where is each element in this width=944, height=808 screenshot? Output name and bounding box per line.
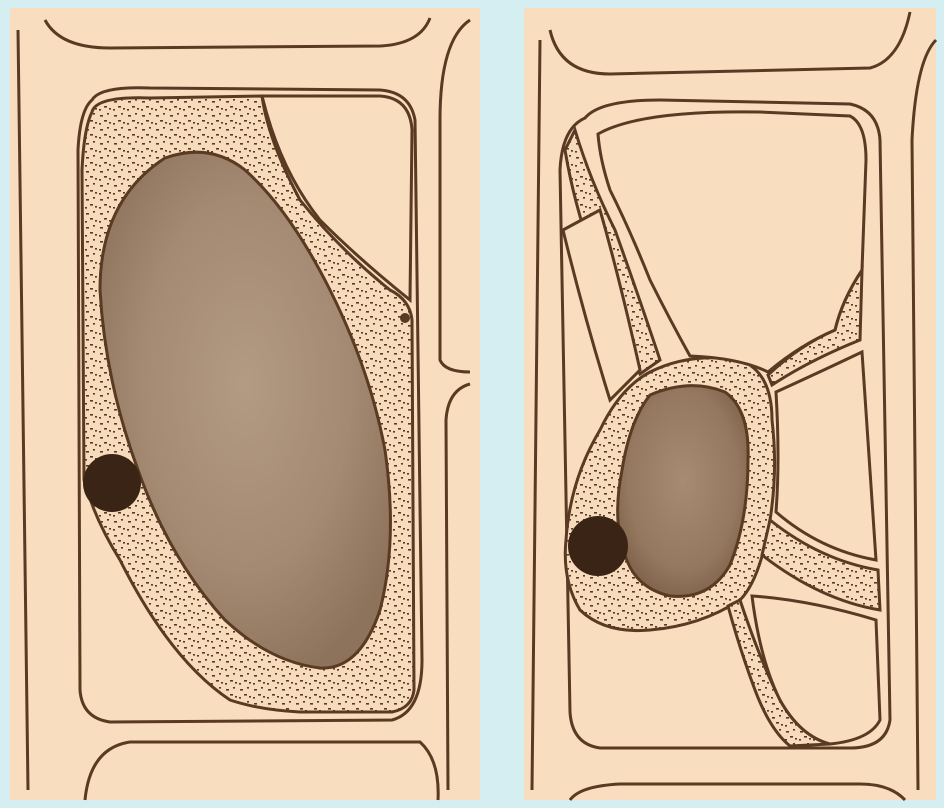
right-nucleolus bbox=[568, 516, 628, 576]
right-panel bbox=[524, 8, 936, 800]
left-panel bbox=[10, 8, 480, 800]
left-nucleolus bbox=[83, 454, 141, 512]
right-nucleus bbox=[618, 386, 748, 597]
left-granule bbox=[400, 313, 410, 323]
